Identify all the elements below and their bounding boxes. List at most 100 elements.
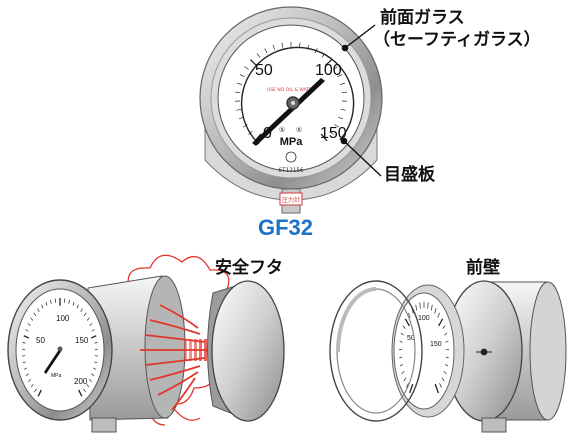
scale-tick xyxy=(404,318,410,327)
main-needle xyxy=(252,78,325,146)
lower-right-gauge: 50 100 150 xyxy=(329,280,567,433)
scale-tick xyxy=(86,317,90,321)
scale-tick xyxy=(400,332,404,336)
lower-right-scale-ticks xyxy=(398,302,450,394)
scale-tick xyxy=(25,373,29,376)
scale-tick xyxy=(406,383,409,388)
scale-tick xyxy=(37,389,42,397)
arrow-stripe xyxy=(189,339,192,361)
scale-tick xyxy=(30,384,34,388)
scale-tick xyxy=(78,389,83,397)
main-unit-label: MPa xyxy=(280,136,304,148)
scale-tick xyxy=(340,82,346,85)
burst-ray xyxy=(159,304,199,329)
main-scale-label-100: 100 xyxy=(315,62,342,79)
burst-ray xyxy=(149,365,201,381)
main-dial-mark-left: ⑤ xyxy=(279,126,285,134)
main-dial-mark-right: ⑤ xyxy=(296,126,302,134)
scale-tick xyxy=(27,379,31,382)
scale-tick xyxy=(22,361,26,364)
main-gauge: 0 50 100 150 USE NO OIL & WATER ⑤ ⑤ MPa … xyxy=(199,6,383,214)
scale-tick xyxy=(402,325,406,329)
lower-right-scale-label-150: 150 xyxy=(430,341,442,348)
scale-tick xyxy=(340,108,346,111)
scale-tick xyxy=(86,384,90,388)
scale-tick xyxy=(91,373,95,376)
arrow-stripe xyxy=(184,339,187,361)
scale-tick xyxy=(94,342,98,344)
lower-right-glass-ring xyxy=(329,280,423,422)
scale-tick xyxy=(94,361,98,364)
main-scale-label-150: 150 xyxy=(320,125,347,142)
scale-tick xyxy=(91,329,95,332)
scale-tick xyxy=(264,48,268,54)
scale-tick xyxy=(242,124,248,128)
scale-tick xyxy=(92,367,97,370)
arrow-stripe xyxy=(199,339,202,361)
lower-right-gauge-stem xyxy=(481,417,507,433)
scale-tick xyxy=(236,108,242,111)
scale-tick xyxy=(409,383,414,394)
scale-tick xyxy=(338,116,344,120)
scale-tick xyxy=(34,388,37,393)
main-serial-number: 6T12156 xyxy=(278,167,304,174)
scale-tick xyxy=(445,340,449,343)
scale-tick xyxy=(27,323,31,326)
scale-tick xyxy=(23,335,30,339)
scale-tick xyxy=(76,304,79,309)
scale-tick xyxy=(68,299,70,304)
scale-tick xyxy=(434,308,437,314)
scale-tick xyxy=(235,91,241,94)
scale-tick xyxy=(399,364,404,367)
scale-tick xyxy=(445,356,449,359)
scale-tick xyxy=(298,42,301,48)
lower-left-needle xyxy=(44,348,62,374)
scale-tick xyxy=(439,383,442,388)
scale-tick xyxy=(244,66,249,70)
scale-tick xyxy=(333,66,338,70)
scale-tick xyxy=(443,371,447,375)
scale-tick xyxy=(444,332,448,336)
front-wall-label: 前壁 xyxy=(466,258,500,278)
main-scale-label-50: 50 xyxy=(255,62,273,79)
model-label: GF32 xyxy=(258,215,314,240)
lower-right-scale-label-50: 50 xyxy=(407,335,415,342)
scale-tick xyxy=(306,44,310,50)
scale-tick xyxy=(441,377,445,382)
scale-tick xyxy=(83,388,86,393)
lower-left-gauge-stem xyxy=(91,417,117,433)
scale-tick xyxy=(401,371,405,375)
scale-tick xyxy=(442,325,446,329)
lower-right-dial-face xyxy=(393,292,455,410)
scale-tick xyxy=(22,342,26,344)
scale-tick xyxy=(249,59,258,67)
manufacturer-logo-icon xyxy=(285,151,297,163)
scale-tick xyxy=(434,383,439,394)
scale-tick xyxy=(41,304,44,309)
scale-tick xyxy=(238,116,244,120)
lower-left-scale-label-50: 50 xyxy=(36,336,45,345)
scale-tick xyxy=(324,59,333,67)
scale-tick xyxy=(334,124,340,128)
lower-left-scale-label-200: 200 xyxy=(74,377,88,386)
scale-tick xyxy=(321,53,326,58)
burst-rays xyxy=(140,304,210,411)
scale-tick xyxy=(419,302,421,309)
safety-lid xyxy=(207,280,285,422)
scale-tick xyxy=(272,44,276,50)
burst-ray xyxy=(171,377,196,411)
scale-tick xyxy=(281,42,284,48)
scale-tick xyxy=(30,317,34,321)
burst-ray xyxy=(157,371,199,396)
scale-tick xyxy=(341,91,347,94)
scale-tick xyxy=(427,302,429,309)
front-glass-label: 前面ガラス xyxy=(380,8,465,28)
main-dial-warning-text: USE NO OIL & WATER xyxy=(267,87,315,93)
arrow-stripe xyxy=(204,339,207,361)
scale-tick xyxy=(45,301,48,306)
scale-tick xyxy=(438,318,444,327)
scale-tick xyxy=(89,379,93,382)
lower-left-unit-label: MPa xyxy=(51,373,62,379)
scale-tick xyxy=(411,308,414,314)
